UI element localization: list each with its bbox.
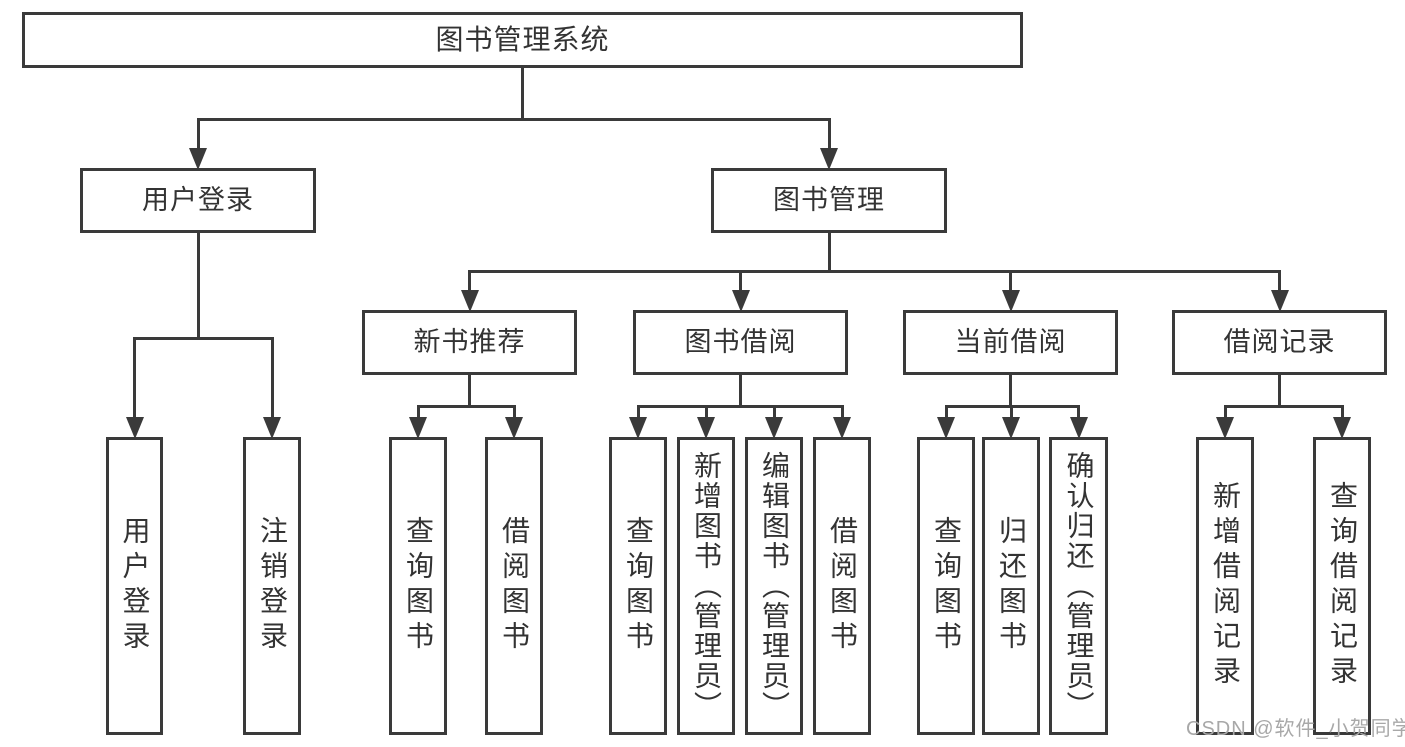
- node-label: 注销登录: [257, 516, 288, 656]
- edge-drop: [1223, 405, 1227, 425]
- edge-drop: [1077, 405, 1080, 425]
- node-label: 用户登录: [142, 185, 254, 216]
- watermark: CSDN @软件_小贺同学: [1186, 718, 1405, 740]
- arrowhead-down-icon: [937, 417, 955, 439]
- edge-drop: [1009, 270, 1012, 298]
- arrowhead-down-icon: [1216, 417, 1234, 439]
- edge-stem: [196, 233, 200, 340]
- edge-drop: [1340, 405, 1344, 425]
- edge-bus: [196, 118, 831, 121]
- edge-stem: [521, 68, 524, 121]
- edge-drop: [196, 118, 200, 156]
- node-label: 归还图书: [996, 516, 1027, 656]
- edge-stem: [468, 375, 471, 408]
- node-label: 用户登录: [119, 516, 151, 656]
- edge-drop: [512, 405, 516, 425]
- arrowhead-down-icon: [765, 417, 783, 439]
- edge-bus: [133, 337, 274, 340]
- node-label: 借阅图书: [499, 516, 530, 656]
- arrowhead-down-icon: [1001, 290, 1020, 312]
- edge-drop: [704, 405, 708, 425]
- edge-drop: [1009, 405, 1013, 425]
- edge-bus: [636, 405, 844, 408]
- node-bb-edit: 编辑图书（管理员）: [745, 437, 803, 735]
- arrowhead-down-icon: [833, 417, 851, 439]
- node-cb-query: 查询图书: [917, 437, 975, 735]
- node-cb-return: 归还图书: [982, 437, 1040, 735]
- node-label: 借阅记录: [1223, 327, 1336, 358]
- node-label: 编辑图书（管理员）: [759, 451, 790, 721]
- edge-drop: [772, 405, 776, 425]
- arrowhead-down-icon: [125, 417, 144, 439]
- edge-drop: [636, 405, 640, 425]
- node-cb-confirm: 确认归还（管理员）: [1049, 437, 1108, 735]
- node-nbr-query: 查询图书: [389, 437, 447, 735]
- edge-drop: [739, 270, 742, 298]
- edge-drop: [133, 337, 136, 425]
- node-book-mgmt: 图书管理: [711, 168, 947, 233]
- arrowhead-down-icon: [460, 290, 479, 312]
- arrowhead-down-icon: [731, 290, 750, 312]
- edge-drop: [840, 405, 844, 425]
- arrowhead-down-icon: [505, 417, 523, 439]
- node-book-borrow: 图书借阅: [633, 310, 848, 375]
- node-label: 确认归还（管理员）: [1063, 451, 1095, 721]
- node-bb-add: 新增图书（管理员）: [677, 437, 735, 735]
- edge-bus: [416, 405, 516, 408]
- node-new-book-rec: 新书推荐: [362, 310, 577, 375]
- node-label: 查询图书: [403, 516, 434, 656]
- node-label: 查询借阅记录: [1327, 481, 1358, 691]
- node-label: 图书管理系统: [435, 24, 610, 56]
- node-borrow-records: 借阅记录: [1172, 310, 1387, 375]
- node-bb-borrow: 借阅图书: [813, 437, 871, 735]
- edge-stem: [739, 375, 742, 408]
- node-label: 图书借阅: [684, 327, 797, 358]
- edge-drop: [416, 405, 420, 425]
- node-br-query: 查询借阅记录: [1313, 437, 1371, 735]
- arrowhead-down-icon: [263, 417, 281, 439]
- node-label: 当前借阅: [954, 327, 1067, 358]
- node-br-add: 新增借阅记录: [1196, 437, 1254, 735]
- edge-stem: [1278, 375, 1281, 408]
- edge-drop: [827, 118, 831, 156]
- node-root: 图书管理系统: [22, 12, 1023, 68]
- node-nbr-borrow: 借阅图书: [485, 437, 543, 735]
- node-label: 查询图书: [623, 516, 654, 656]
- node-logout-leaf: 注销登录: [243, 437, 301, 735]
- node-label: 借阅图书: [827, 516, 858, 656]
- node-label: 新增图书（管理员）: [691, 451, 722, 721]
- arrowhead-down-icon: [629, 417, 647, 439]
- node-label: 查询图书: [931, 516, 962, 656]
- node-label: 图书管理: [773, 185, 885, 216]
- arrowhead-down-icon: [1069, 417, 1088, 439]
- edge-stem: [827, 233, 831, 273]
- edge-bus: [1223, 405, 1344, 408]
- node-label: 新增借阅记录: [1210, 481, 1241, 691]
- node-current-borrow: 当前借阅: [903, 310, 1118, 375]
- edge-drop: [944, 405, 948, 425]
- arrowhead-down-icon: [409, 417, 427, 439]
- edge-stem: [1009, 375, 1012, 408]
- edge-drop: [270, 337, 274, 425]
- node-user-login-leaf: 用户登录: [106, 437, 163, 735]
- arrowhead-down-icon: [820, 148, 838, 170]
- arrowhead-down-icon: [697, 417, 715, 439]
- edge-bus: [468, 270, 1281, 273]
- node-user-login: 用户登录: [80, 168, 316, 233]
- arrowhead-down-icon: [1002, 417, 1020, 439]
- arrowhead-down-icon: [1333, 417, 1351, 439]
- node-label: 新书推荐: [413, 327, 526, 358]
- edge-drop: [1278, 270, 1281, 298]
- arrowhead-down-icon: [1270, 290, 1289, 312]
- node-bb-query: 查询图书: [609, 437, 667, 735]
- arrowhead-down-icon: [189, 148, 207, 170]
- edge-drop: [468, 270, 471, 298]
